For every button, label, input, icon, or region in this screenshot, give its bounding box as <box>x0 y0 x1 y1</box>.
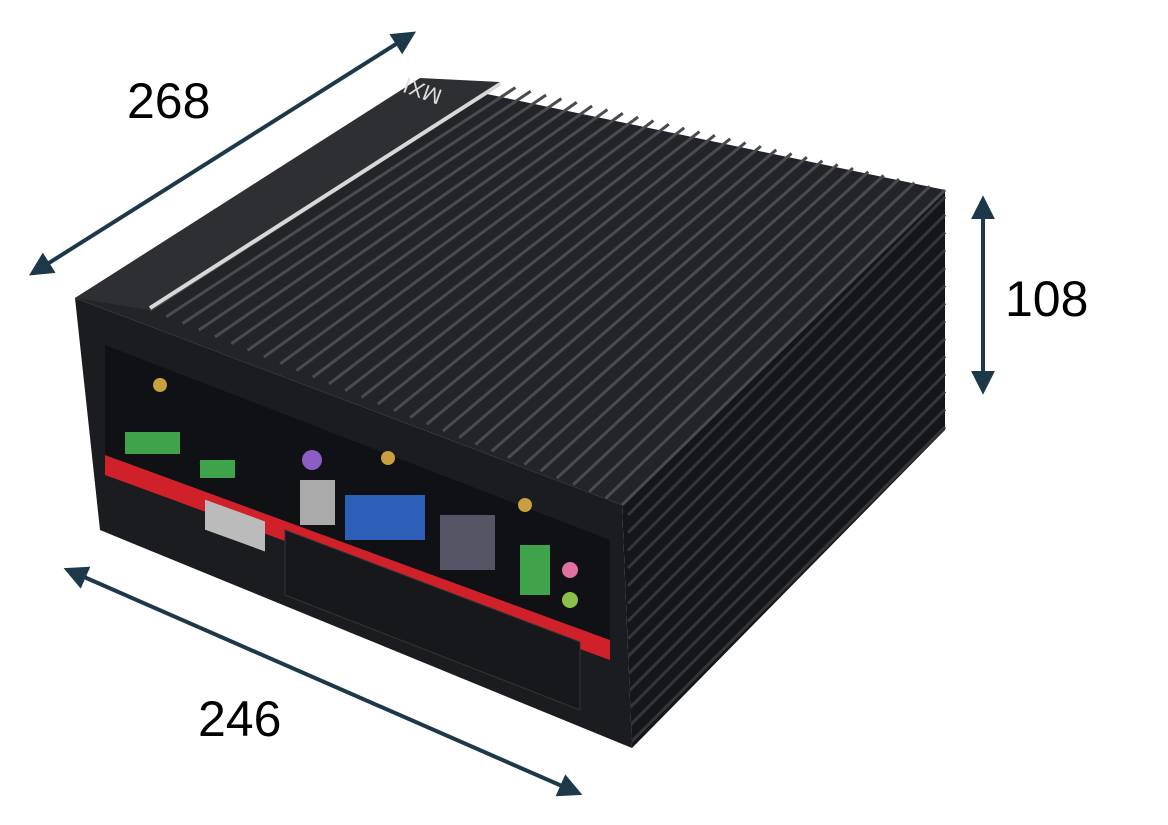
audio-jack <box>562 592 578 608</box>
usb3-ports <box>345 495 425 540</box>
antenna-connector <box>381 451 395 465</box>
side-fin <box>626 390 947 711</box>
fin <box>376 134 716 406</box>
width-label: 246 <box>198 691 282 747</box>
mic-jack <box>562 562 578 578</box>
side-fin <box>626 425 947 747</box>
fin <box>507 163 839 460</box>
fin <box>393 137 732 413</box>
fin <box>620 188 947 507</box>
fin <box>539 170 870 473</box>
side-fins <box>626 195 947 747</box>
fin <box>263 108 609 359</box>
ps2-port <box>302 450 322 470</box>
fin <box>604 185 931 500</box>
fin <box>441 148 778 433</box>
side-fin <box>626 372 947 693</box>
side-fin <box>626 319 947 640</box>
fin <box>360 130 701 399</box>
fin <box>311 119 655 379</box>
side-fin <box>626 213 947 534</box>
height-label: 108 <box>1005 271 1089 327</box>
fin <box>409 141 747 419</box>
antenna-connector <box>518 498 532 512</box>
side-fin <box>626 408 947 729</box>
side-fin <box>626 231 947 552</box>
dvi-port <box>205 499 265 552</box>
fin <box>328 123 670 386</box>
fin <box>474 155 808 446</box>
fin <box>490 159 824 453</box>
fin <box>295 115 639 372</box>
side-fin <box>626 284 947 605</box>
fin <box>458 152 793 439</box>
fin <box>344 126 686 392</box>
usb2-ports <box>300 480 335 525</box>
depth-label: 268 <box>127 73 211 129</box>
heatsink-fins <box>149 82 947 507</box>
width-arrow <box>63 566 583 797</box>
side-fin <box>626 249 947 570</box>
fin <box>246 104 593 352</box>
side-fin <box>626 337 947 658</box>
side-fin <box>626 195 947 517</box>
fin <box>555 174 885 480</box>
side-fin <box>626 266 947 587</box>
fin <box>572 177 900 486</box>
dio-terminal <box>520 545 550 595</box>
com-ports <box>440 515 495 570</box>
side-fin <box>626 355 947 676</box>
antenna-connector <box>153 378 167 392</box>
power-terminal <box>125 432 180 454</box>
fin <box>523 166 854 466</box>
fin <box>279 112 624 366</box>
depth-arrow <box>28 31 417 276</box>
fin <box>425 144 762 426</box>
terminal-block <box>200 460 235 478</box>
side-fin <box>626 302 947 623</box>
fin <box>588 181 916 493</box>
